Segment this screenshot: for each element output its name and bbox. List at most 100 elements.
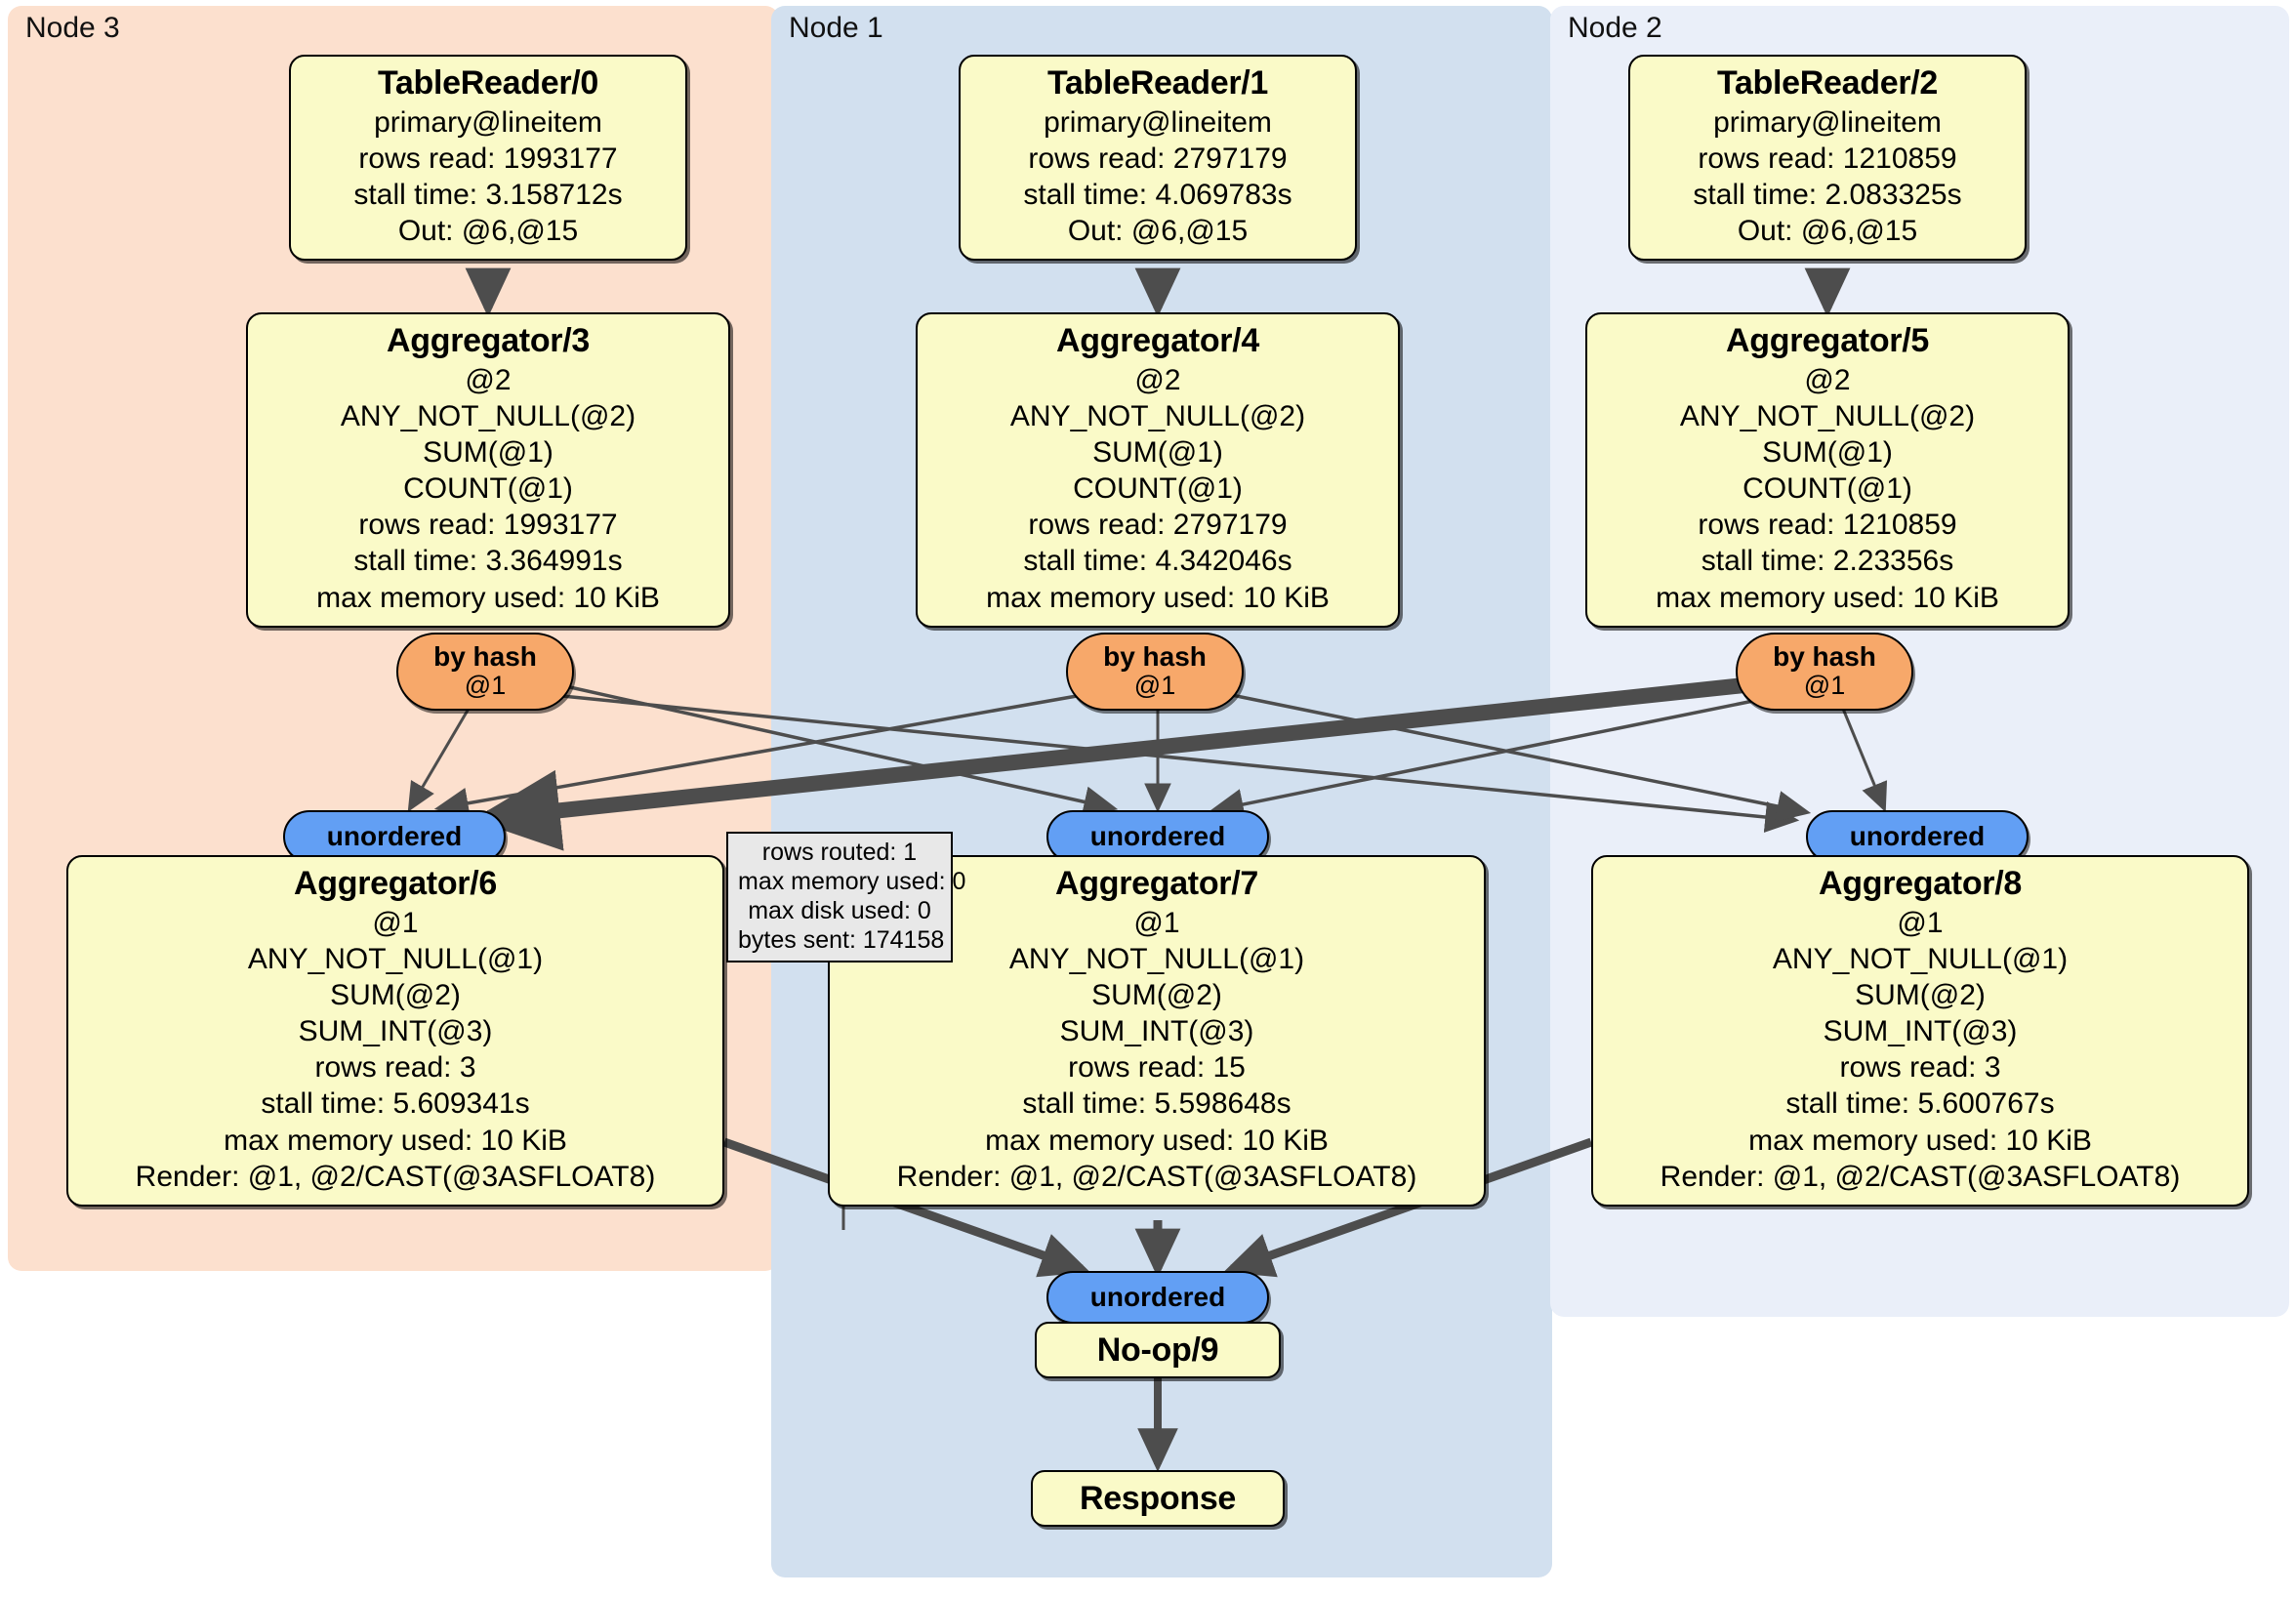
processor-detail-rows-read: rows read: 2797179 (1028, 509, 1288, 542)
processor-detail-out: Out: @6,@15 (1737, 215, 1918, 248)
input-sync-unordered-mid[interactable]: unordered (1046, 810, 1269, 863)
input-sync-label: unordered (326, 821, 463, 852)
processor-detail-agg-2: SUM(@2) (330, 978, 461, 1011)
processor-detail-stall-time: stall time: 5.600767s (1785, 1087, 2055, 1121)
processor-detail-stall-time: stall time: 3.158712s (353, 178, 623, 211)
processor-detail-max-memory: max memory used: 10 KiB (1656, 581, 1999, 614)
processor-detail-group-col: @1 (1897, 906, 1944, 939)
stream-stats-tooltip: rows routed: 1 max memory used: 0 max di… (726, 832, 966, 962)
processor-detail-rows-read: rows read: 15 (1068, 1051, 1246, 1085)
processor-detail-rows-read: rows read: 2797179 (1028, 142, 1288, 175)
processor-detail-stall-time: stall time: 2.083325s (1693, 178, 1962, 211)
router-column: @1 (1133, 670, 1176, 700)
processor-detail-rows-read: rows read: 3 (314, 1051, 476, 1085)
stat-max-disk: max disk used: 0 (748, 897, 931, 924)
processor-tablereader-1[interactable]: TableReader/1 primary@lineitem rows read… (959, 55, 1357, 262)
processor-title: Response (1079, 1479, 1237, 1517)
processor-title: Aggregator/3 (387, 322, 590, 359)
cluster-label-node-2: Node 2 (1568, 12, 1662, 44)
processor-detail-agg-3: COUNT(@1) (403, 472, 573, 506)
input-sync-label: unordered (1089, 821, 1226, 852)
processor-title: TableReader/1 (1046, 64, 1268, 102)
processor-title: Aggregator/8 (1819, 865, 2022, 902)
stat-rows-routed: rows routed: 1 (761, 839, 918, 866)
processor-aggregator-4[interactable]: Aggregator/4 @2 ANY_NOT_NULL(@2) SUM(@1)… (916, 312, 1400, 628)
processor-detail-agg-2: SUM(@2) (1855, 978, 1986, 1011)
input-sync-unordered-bottom[interactable]: unordered (1046, 1271, 1269, 1324)
processor-detail-stall-time: stall time: 5.598648s (1022, 1087, 1292, 1121)
processor-detail-agg-3: SUM_INT(@3) (1059, 1015, 1254, 1048)
processor-detail-rows-read: rows read: 1993177 (358, 509, 618, 542)
input-sync-unordered-left[interactable]: unordered (283, 810, 506, 863)
cluster-label-node-3: Node 3 (25, 12, 120, 44)
processor-detail-group-col: @1 (1133, 906, 1180, 939)
processor-response[interactable]: Response (1031, 1470, 1285, 1527)
processor-detail-agg-2: SUM(@1) (423, 435, 554, 469)
processor-detail-agg-1: ANY_NOT_NULL(@2) (1679, 399, 1976, 432)
processor-detail-agg-2: SUM(@1) (1092, 435, 1223, 469)
input-sync-unordered-right[interactable]: unordered (1806, 810, 2029, 863)
processor-title: TableReader/2 (1716, 64, 1938, 102)
processor-detail-out: Out: @6,@15 (1067, 215, 1249, 248)
processor-no-op-9[interactable]: No-op/9 (1035, 1322, 1281, 1378)
output-router-by-hash-c[interactable]: by hash @1 (1736, 633, 1913, 711)
processor-detail-agg-1: ANY_NOT_NULL(@1) (247, 942, 544, 975)
router-label: by hash (1103, 641, 1207, 673)
processor-detail-agg-3: COUNT(@1) (1073, 472, 1243, 506)
processor-detail-agg-1: ANY_NOT_NULL(@2) (340, 399, 636, 432)
processor-detail-stall-time: stall time: 3.364991s (353, 545, 623, 578)
processor-detail-agg-2: SUM(@1) (1762, 435, 1893, 469)
processor-tablereader-2[interactable]: TableReader/2 primary@lineitem rows read… (1628, 55, 2027, 262)
input-sync-label: unordered (1849, 821, 1986, 852)
processor-aggregator-6[interactable]: Aggregator/6 @1 ANY_NOT_NULL(@1) SUM(@2)… (66, 855, 724, 1207)
processor-detail-group-col: @2 (465, 363, 512, 396)
processor-title: Aggregator/7 (1055, 865, 1258, 902)
router-label: by hash (1773, 641, 1876, 673)
processor-detail-rows-read: rows read: 1210859 (1698, 142, 1957, 175)
processor-detail-agg-3: SUM_INT(@3) (298, 1015, 493, 1048)
router-column: @1 (464, 670, 507, 700)
processor-detail-render: Render: @1, @2/CAST(@3ASFLOAT8) (135, 1160, 656, 1193)
processor-detail-stall-time: stall time: 4.342046s (1023, 545, 1292, 578)
processor-detail-rows-read: rows read: 1993177 (358, 142, 618, 175)
processor-detail-group-col: @2 (1804, 363, 1851, 396)
processor-detail-rows-read: rows read: 1210859 (1698, 509, 1957, 542)
processor-aggregator-8[interactable]: Aggregator/8 @1 ANY_NOT_NULL(@1) SUM(@2)… (1591, 855, 2249, 1207)
processor-aggregator-5[interactable]: Aggregator/5 @2 ANY_NOT_NULL(@2) SUM(@1)… (1585, 312, 2070, 628)
processor-detail-max-memory: max memory used: 10 KiB (986, 581, 1330, 614)
router-column: @1 (1803, 670, 1846, 700)
processor-detail-render: Render: @1, @2/CAST(@3ASFLOAT8) (896, 1160, 1417, 1193)
processor-detail-agg-1: ANY_NOT_NULL(@2) (1009, 399, 1306, 432)
processor-detail-max-memory: max memory used: 10 KiB (224, 1124, 567, 1157)
processor-detail-table: primary@lineitem (374, 105, 602, 139)
stat-max-memory: max memory used: 0 (738, 868, 966, 895)
processor-detail-render: Render: @1, @2/CAST(@3ASFLOAT8) (1660, 1160, 2181, 1193)
processor-detail-group-col: @1 (372, 906, 419, 939)
processor-title: Aggregator/6 (294, 865, 497, 902)
processor-aggregator-3[interactable]: Aggregator/3 @2 ANY_NOT_NULL(@2) SUM(@1)… (246, 312, 730, 628)
processor-detail-stall-time: stall time: 2.23356s (1701, 545, 1954, 578)
processor-title: TableReader/0 (377, 64, 598, 102)
output-router-by-hash-b[interactable]: by hash @1 (1066, 633, 1244, 711)
stat-bytes-sent: bytes sent: 174158 (738, 926, 945, 954)
processor-detail-agg-1: ANY_NOT_NULL(@1) (1772, 942, 2069, 975)
processor-detail-agg-3: COUNT(@1) (1742, 472, 1912, 506)
processor-detail-group-col: @2 (1134, 363, 1181, 396)
processor-detail-max-memory: max memory used: 10 KiB (985, 1124, 1329, 1157)
cluster-label-node-1: Node 1 (789, 12, 883, 44)
processor-detail-out: Out: @6,@15 (397, 215, 579, 248)
output-router-by-hash-a[interactable]: by hash @1 (396, 633, 574, 711)
processor-detail-max-memory: max memory used: 10 KiB (316, 581, 660, 614)
processor-title: Aggregator/5 (1726, 322, 1929, 359)
processor-detail-stall-time: stall time: 5.609341s (261, 1087, 530, 1121)
processor-detail-table: primary@lineitem (1044, 105, 1272, 139)
processor-detail-agg-3: SUM_INT(@3) (1823, 1015, 2018, 1048)
processor-title: No-op/9 (1096, 1331, 1219, 1369)
processor-detail-rows-read: rows read: 3 (1839, 1051, 2001, 1085)
processor-detail-agg-1: ANY_NOT_NULL(@1) (1008, 942, 1305, 975)
processor-detail-agg-2: SUM(@2) (1091, 978, 1222, 1011)
input-sync-label: unordered (1089, 1282, 1226, 1313)
processor-title: Aggregator/4 (1056, 322, 1259, 359)
processor-tablereader-0[interactable]: TableReader/0 primary@lineitem rows read… (289, 55, 687, 262)
